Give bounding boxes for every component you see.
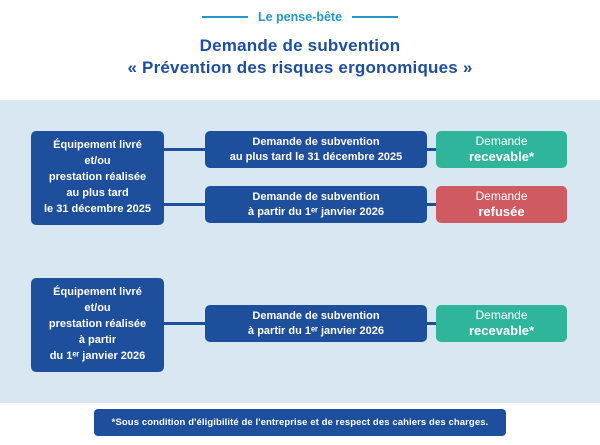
outcome-line: Demande	[475, 188, 528, 203]
connector-line	[163, 148, 205, 151]
condition-line: Équipement livré	[53, 286, 142, 299]
request-box-3: Demande de subvention à partir du 1ᵉʳ ja…	[205, 305, 427, 342]
condition-box-1: Équipement livré et/ou prestation réalis…	[31, 131, 164, 225]
tagline-left-rule	[201, 16, 248, 18]
footnote-text: *Sous condition d'éligibilité de l'entre…	[111, 417, 489, 428]
condition-box-2: Équipement livré et/ou prestation réalis…	[31, 278, 164, 372]
connector-line	[427, 148, 436, 151]
tagline-text: Le pense-bête	[257, 10, 343, 24]
footnote-bar: *Sous condition d'éligibilité de l'entre…	[94, 409, 506, 436]
tagline-right-rule	[352, 16, 399, 18]
outcome-box-accepted-2: Demande recevable*	[436, 305, 567, 342]
page-title-line2: « Prévention des risques ergonomiques »	[127, 58, 473, 77]
outcome-line: Demande	[475, 133, 528, 148]
request-line: au plus tard le 31 décembre 2025	[229, 150, 403, 163]
outcome-line: refusée	[478, 203, 525, 219]
condition-line: le 31 décembre 2025	[43, 202, 152, 215]
condition-line: prestation réalisée	[48, 318, 147, 331]
request-line: à partir du 1ᵉʳ janvier 2026	[248, 324, 384, 337]
page-title-line1: Demande de subvention	[199, 36, 401, 55]
condition-line: du 1ᵉʳ janvier 2026	[49, 349, 146, 362]
tagline: Le pense-bête	[0, 10, 600, 24]
outcome-box-accepted-1: Demande recevable*	[436, 131, 567, 168]
connector-line	[163, 322, 205, 325]
outcome-box-refused: Demande refusée	[436, 186, 567, 223]
outcome-line: recevable*	[468, 148, 535, 164]
connector-line	[163, 203, 205, 206]
condition-line: et/ou	[84, 302, 111, 315]
connector-line	[427, 203, 436, 206]
condition-line: et/ou	[84, 155, 111, 168]
request-line: à partir du 1ᵉʳ janvier 2026	[248, 205, 384, 218]
outcome-line: recevable*	[468, 322, 535, 338]
request-line: Demande de subvention	[252, 190, 380, 203]
request-line: Demande de subvention	[252, 135, 380, 148]
request-box-2: Demande de subvention à partir du 1ᵉʳ ja…	[205, 186, 427, 223]
condition-line: à partir	[78, 333, 117, 346]
condition-line: Équipement livré	[53, 139, 142, 152]
request-line: Demande de subvention	[252, 309, 380, 322]
condition-line: au plus tard	[66, 186, 129, 199]
connector-line	[427, 322, 436, 325]
outcome-line: Demande	[475, 307, 528, 322]
request-box-1: Demande de subvention au plus tard le 31…	[205, 131, 427, 168]
condition-line: prestation réalisée	[48, 171, 147, 184]
